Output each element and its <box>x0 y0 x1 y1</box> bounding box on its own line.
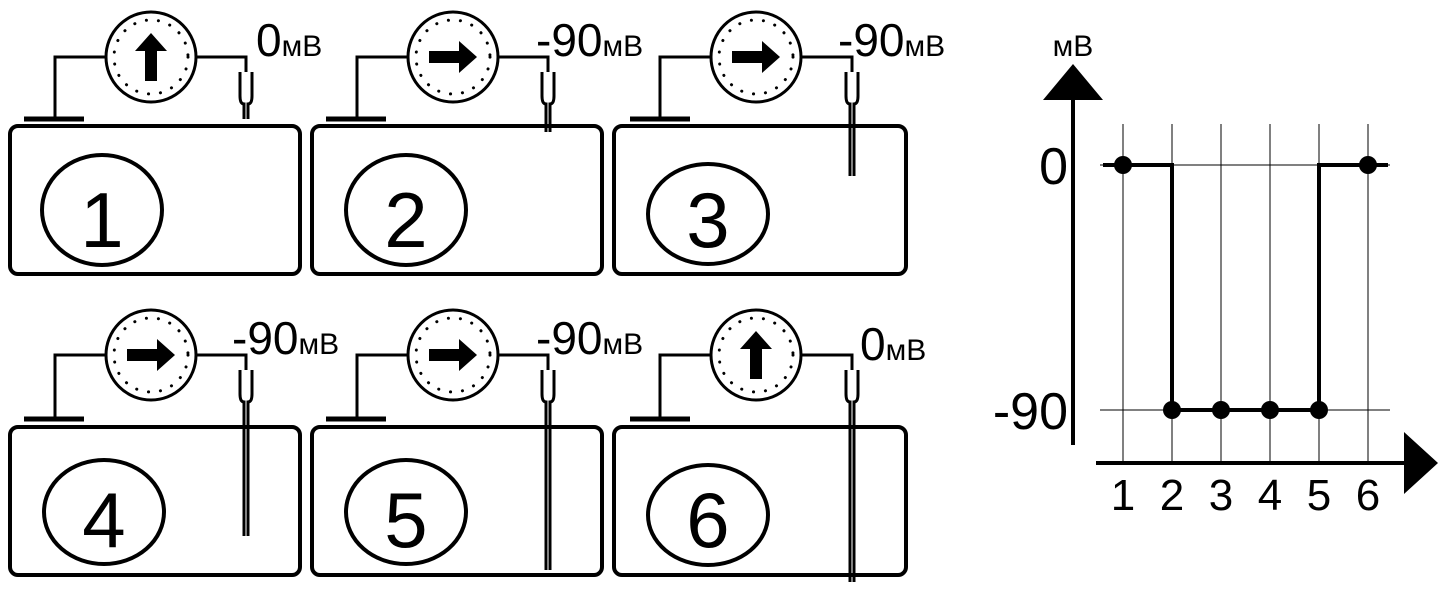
data-point <box>1261 401 1279 419</box>
cell-chamber <box>310 124 604 276</box>
x-tick-label: 3 <box>1209 471 1233 520</box>
panel-5: 5 -90мВ <box>310 308 643 577</box>
voltage-reading: -90мВ <box>838 14 945 66</box>
chart-grid <box>1100 124 1390 463</box>
voltmeter <box>104 308 198 402</box>
voltmeter <box>709 10 803 104</box>
arrow-right-icon <box>429 41 477 73</box>
series-line <box>1103 163 1388 412</box>
data-point <box>1310 401 1328 419</box>
wire-left <box>355 55 408 117</box>
data-point <box>1212 401 1230 419</box>
y-tick-label: -90 <box>993 383 1068 441</box>
voltage-reading: 0мВ <box>256 14 322 66</box>
x-tick-label: 1 <box>1111 471 1135 520</box>
y-tick-label: 0 <box>1039 138 1068 196</box>
wire-right <box>498 55 550 72</box>
wire-right <box>800 353 854 370</box>
voltmeter <box>406 10 500 104</box>
panel-2: 2 -90мВ <box>310 10 643 276</box>
panel-3: 3 -90мВ <box>612 10 945 276</box>
y-axis-label: мВ <box>1053 30 1094 63</box>
x-axis-arrow <box>1404 432 1438 494</box>
cell-number-oval <box>40 153 164 267</box>
microelectrode <box>844 370 860 582</box>
cell-chamber <box>612 124 908 276</box>
wire-left <box>355 353 408 417</box>
scale-dots <box>717 18 795 96</box>
arrow-up-icon <box>740 331 772 379</box>
arrow-right-icon <box>127 339 175 371</box>
cell-number-oval <box>344 153 468 267</box>
cell-number-oval <box>646 162 770 266</box>
wire-right <box>498 353 550 370</box>
arrow-right-icon <box>429 339 477 371</box>
voltmeter <box>104 10 198 104</box>
x-tick-label: 5 <box>1307 471 1331 520</box>
wire-left <box>53 353 106 417</box>
panel-6: 6 0мВ <box>612 308 926 582</box>
x-tick-label: 6 <box>1356 471 1380 520</box>
arrow-right-icon <box>732 41 780 73</box>
panel-4: 4 -90мВ <box>8 308 339 577</box>
scale-dots <box>112 316 190 394</box>
voltage-reading: -90мВ <box>536 14 643 66</box>
cell-number: 2 <box>384 176 427 264</box>
x-tick-label: 4 <box>1258 471 1282 520</box>
cell-number: 6 <box>686 476 729 564</box>
microelectrode <box>238 72 254 119</box>
data-point <box>1163 401 1181 419</box>
arrow-up-icon <box>135 33 167 81</box>
wire-right <box>800 55 854 72</box>
y-tick-labels: 0 -90 <box>993 138 1068 441</box>
microelectrode <box>238 370 254 536</box>
cell-number-oval <box>344 458 468 566</box>
microelectrode <box>844 72 860 176</box>
wire-right <box>196 353 248 370</box>
cell-chamber <box>8 425 302 577</box>
cell-number: 1 <box>80 176 123 264</box>
scale-dots <box>717 316 795 394</box>
voltage-reading: -90мВ <box>232 312 339 364</box>
microelectrode <box>540 72 556 132</box>
scale-dots <box>414 316 492 394</box>
cell-number-oval <box>42 458 166 566</box>
cell-number: 3 <box>686 176 729 264</box>
cell-chamber <box>612 425 908 577</box>
cell-number: 5 <box>384 476 427 564</box>
wire-left <box>658 353 712 417</box>
voltmeter <box>406 308 500 402</box>
voltage-reading: 0мВ <box>860 318 926 370</box>
cell-chamber <box>8 124 302 276</box>
x-tick-label: 2 <box>1160 471 1184 520</box>
data-points <box>1114 156 1377 419</box>
y-axis-arrow <box>1043 64 1103 100</box>
panel-1: 1 0мВ <box>8 10 322 276</box>
microelectrode <box>540 370 556 570</box>
wire-left <box>658 55 712 117</box>
scale-dots <box>112 18 190 96</box>
voltage-reading: -90мВ <box>536 312 643 364</box>
scale-dots <box>414 18 492 96</box>
wire-right <box>196 55 248 72</box>
cell-number: 4 <box>82 476 125 564</box>
voltmeter <box>709 308 803 402</box>
cell-chamber <box>310 425 604 577</box>
data-point <box>1359 156 1377 174</box>
data-point <box>1114 156 1132 174</box>
cell-number-oval <box>646 463 770 567</box>
wire-left <box>53 55 106 117</box>
